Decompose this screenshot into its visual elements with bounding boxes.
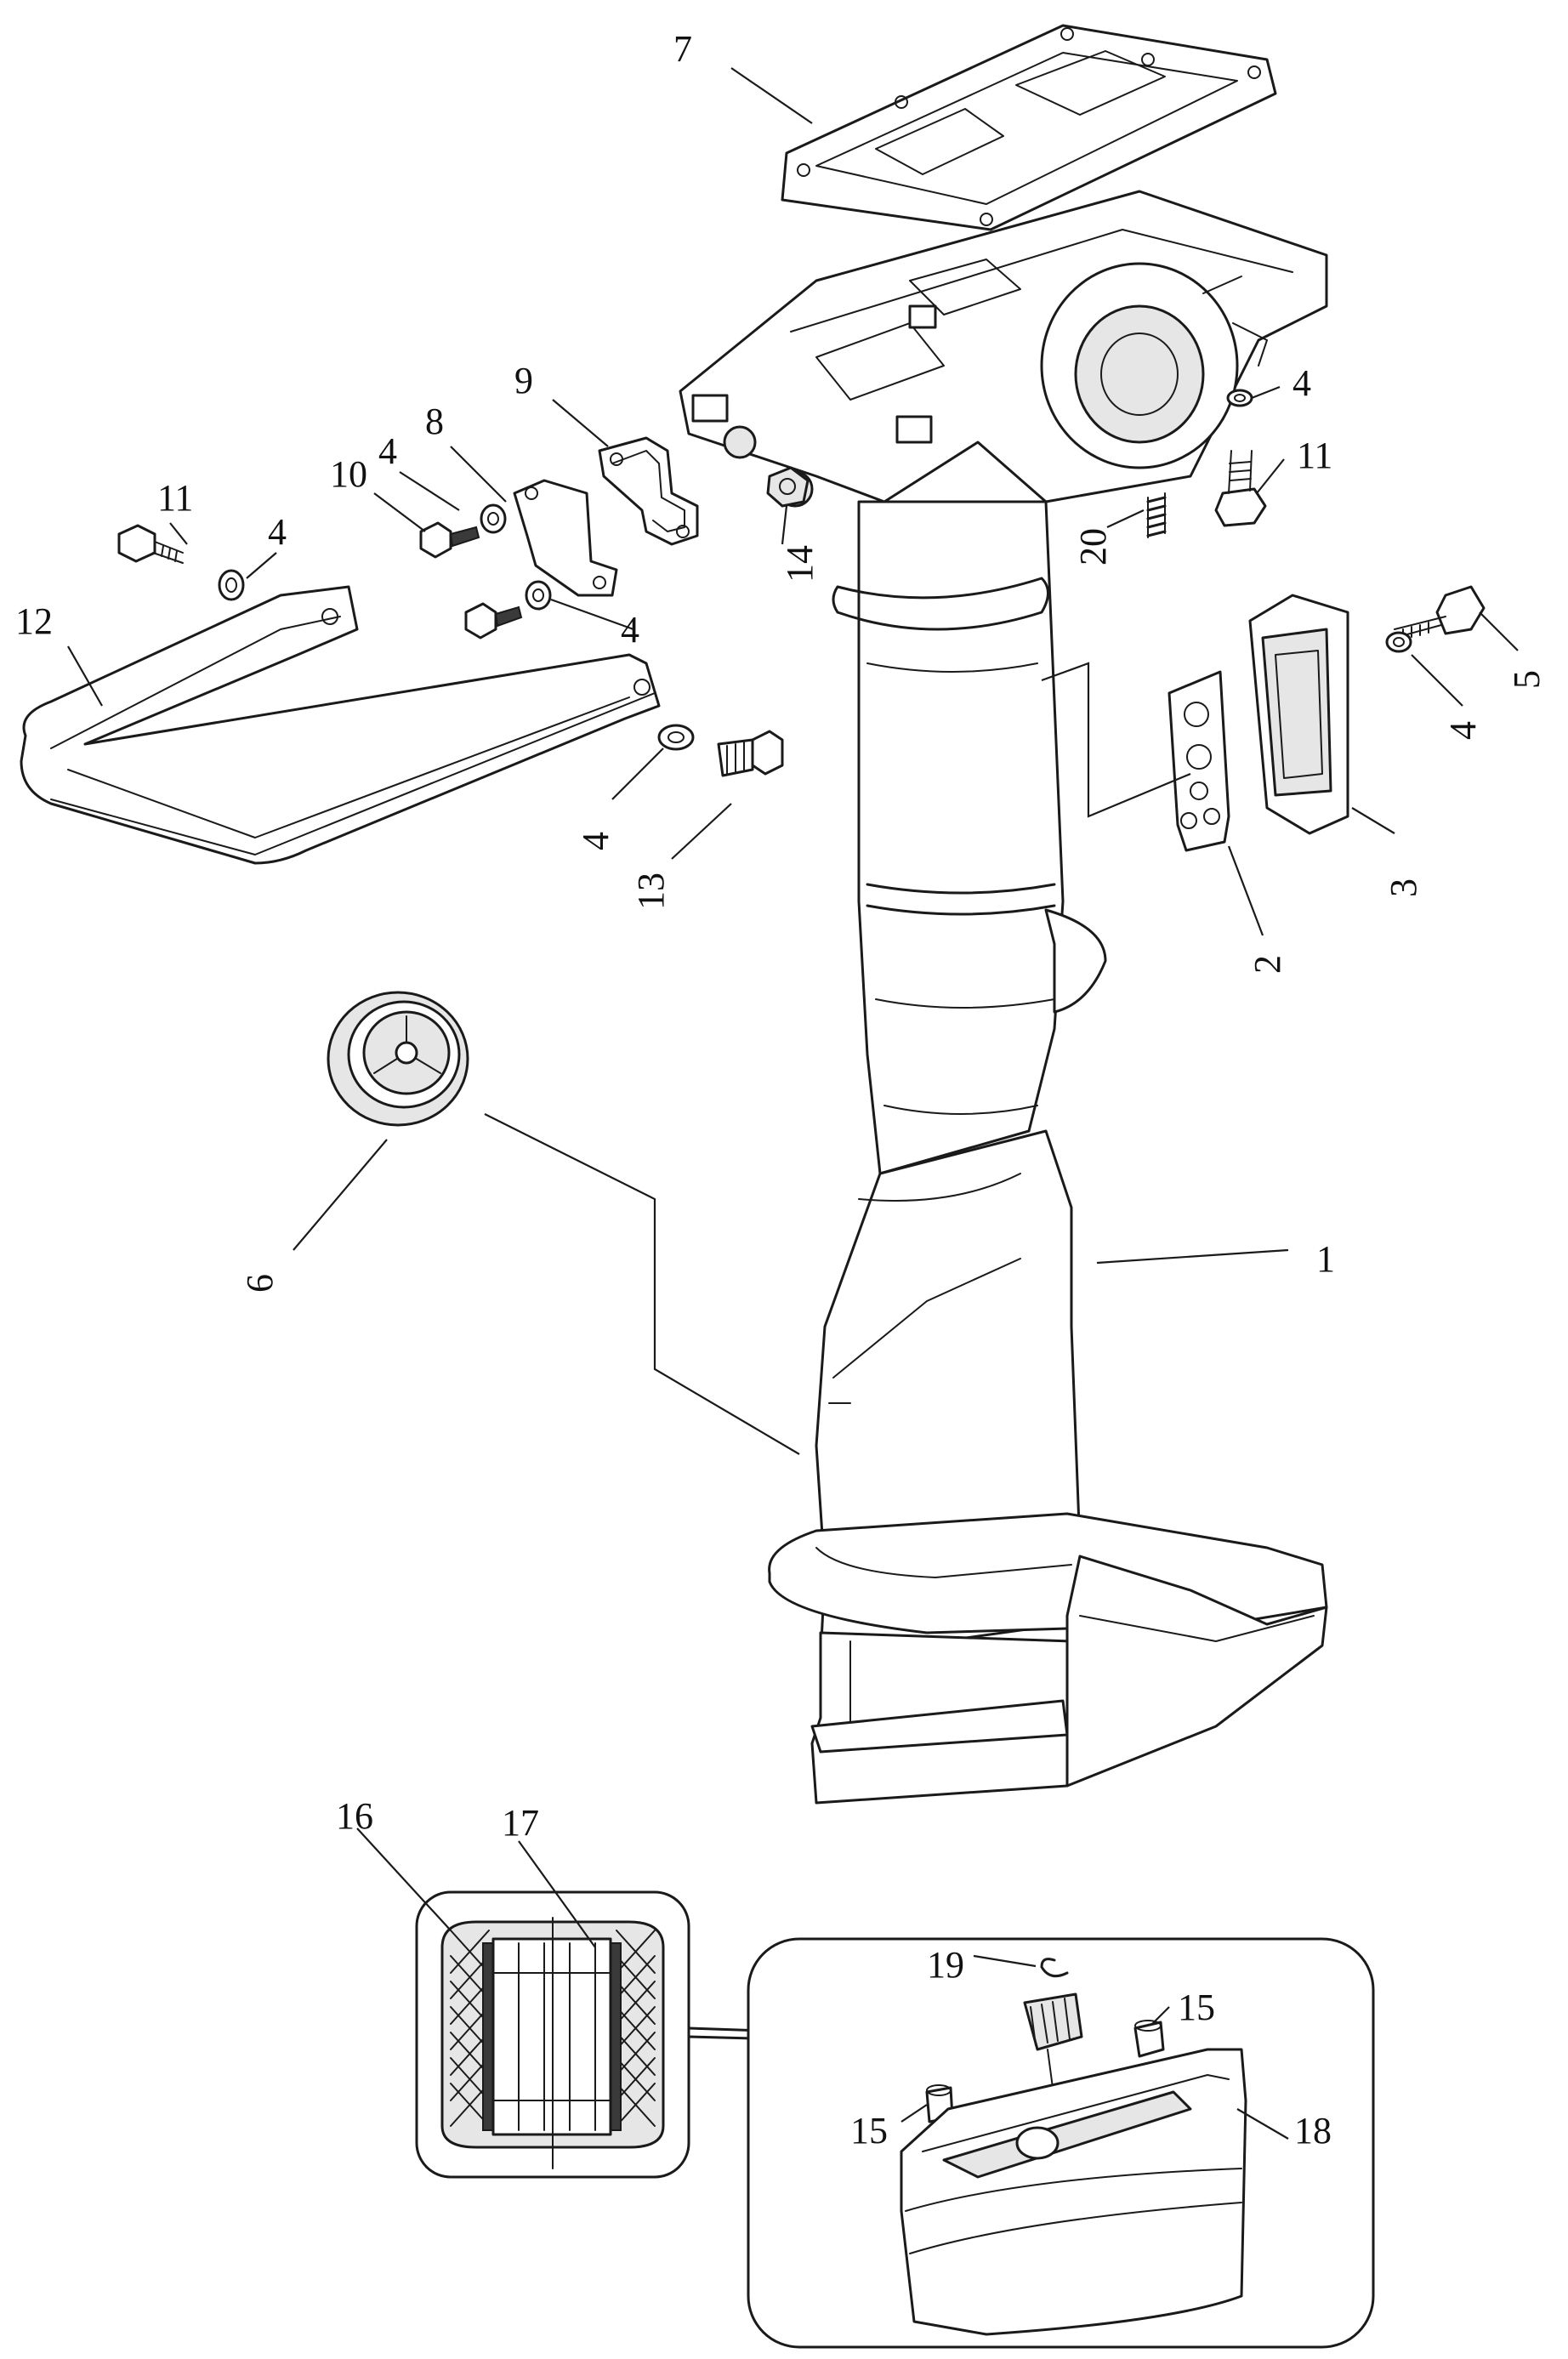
plate-part-2 <box>1167 670 1230 852</box>
gasket-part-9 <box>598 436 699 546</box>
callout-4-left: 4 <box>268 511 287 553</box>
callout-17: 17 <box>502 1802 539 1844</box>
callout-4-mid: 4 <box>621 609 639 651</box>
bolt-part-5 <box>1394 585 1486 640</box>
callout-20: 20 <box>1072 528 1114 566</box>
carry-handle-part-12 <box>20 585 661 865</box>
bolt-part-10 <box>419 521 523 639</box>
washer-group-part-4 <box>218 389 1412 751</box>
callout-5: 5 <box>1506 670 1548 689</box>
bolt-part-11 <box>117 450 1267 564</box>
drive-shaft-housing-part-1 <box>679 190 1328 1805</box>
callout-2: 2 <box>1247 955 1288 974</box>
callout-3: 3 <box>1383 878 1424 897</box>
callout-15-right: 15 <box>1178 1987 1215 2028</box>
callout-1: 1 <box>1316 1238 1335 1280</box>
callout-4-lower: 4 <box>575 832 616 850</box>
callout-18: 18 <box>1294 2110 1332 2152</box>
callout-9: 9 <box>514 360 533 401</box>
callout-6: 6 <box>239 1274 281 1293</box>
callout-7: 7 <box>673 28 692 70</box>
callout-11-left: 11 <box>157 477 193 519</box>
bearing-detail-inset <box>415 1890 690 2179</box>
plug-bolt-part-13 <box>717 730 784 777</box>
callout-4-right-top: 4 <box>1292 362 1311 404</box>
grommet-part-6 <box>327 991 469 1127</box>
callout-8: 8 <box>425 401 444 442</box>
callout-12: 12 <box>15 600 53 642</box>
cover-plate-part-8 <box>513 479 618 597</box>
callout-4-upper-left: 4 <box>378 430 397 472</box>
cap-detail-inset <box>747 1937 1375 2349</box>
callout-10: 10 <box>330 453 367 495</box>
callout-4-right: 4 <box>1442 721 1484 740</box>
callout-labels: 7 9 8 4 10 11 4 12 4 4 13 14 20 11 4 5 4… <box>15 28 1548 2152</box>
spring-part-20 <box>1146 492 1167 538</box>
callout-11-right: 11 <box>1297 435 1332 476</box>
leader-lines <box>67 67 1519 2140</box>
callout-16: 16 <box>336 1795 373 1837</box>
callout-14: 14 <box>779 545 821 583</box>
gasket-part-7 <box>781 24 1277 231</box>
cover-part-3 <box>1248 594 1349 835</box>
callout-19: 19 <box>927 1944 964 1986</box>
callout-13: 13 <box>630 873 672 910</box>
callout-15-left: 15 <box>850 2110 888 2152</box>
nut-part-14 <box>766 466 810 508</box>
